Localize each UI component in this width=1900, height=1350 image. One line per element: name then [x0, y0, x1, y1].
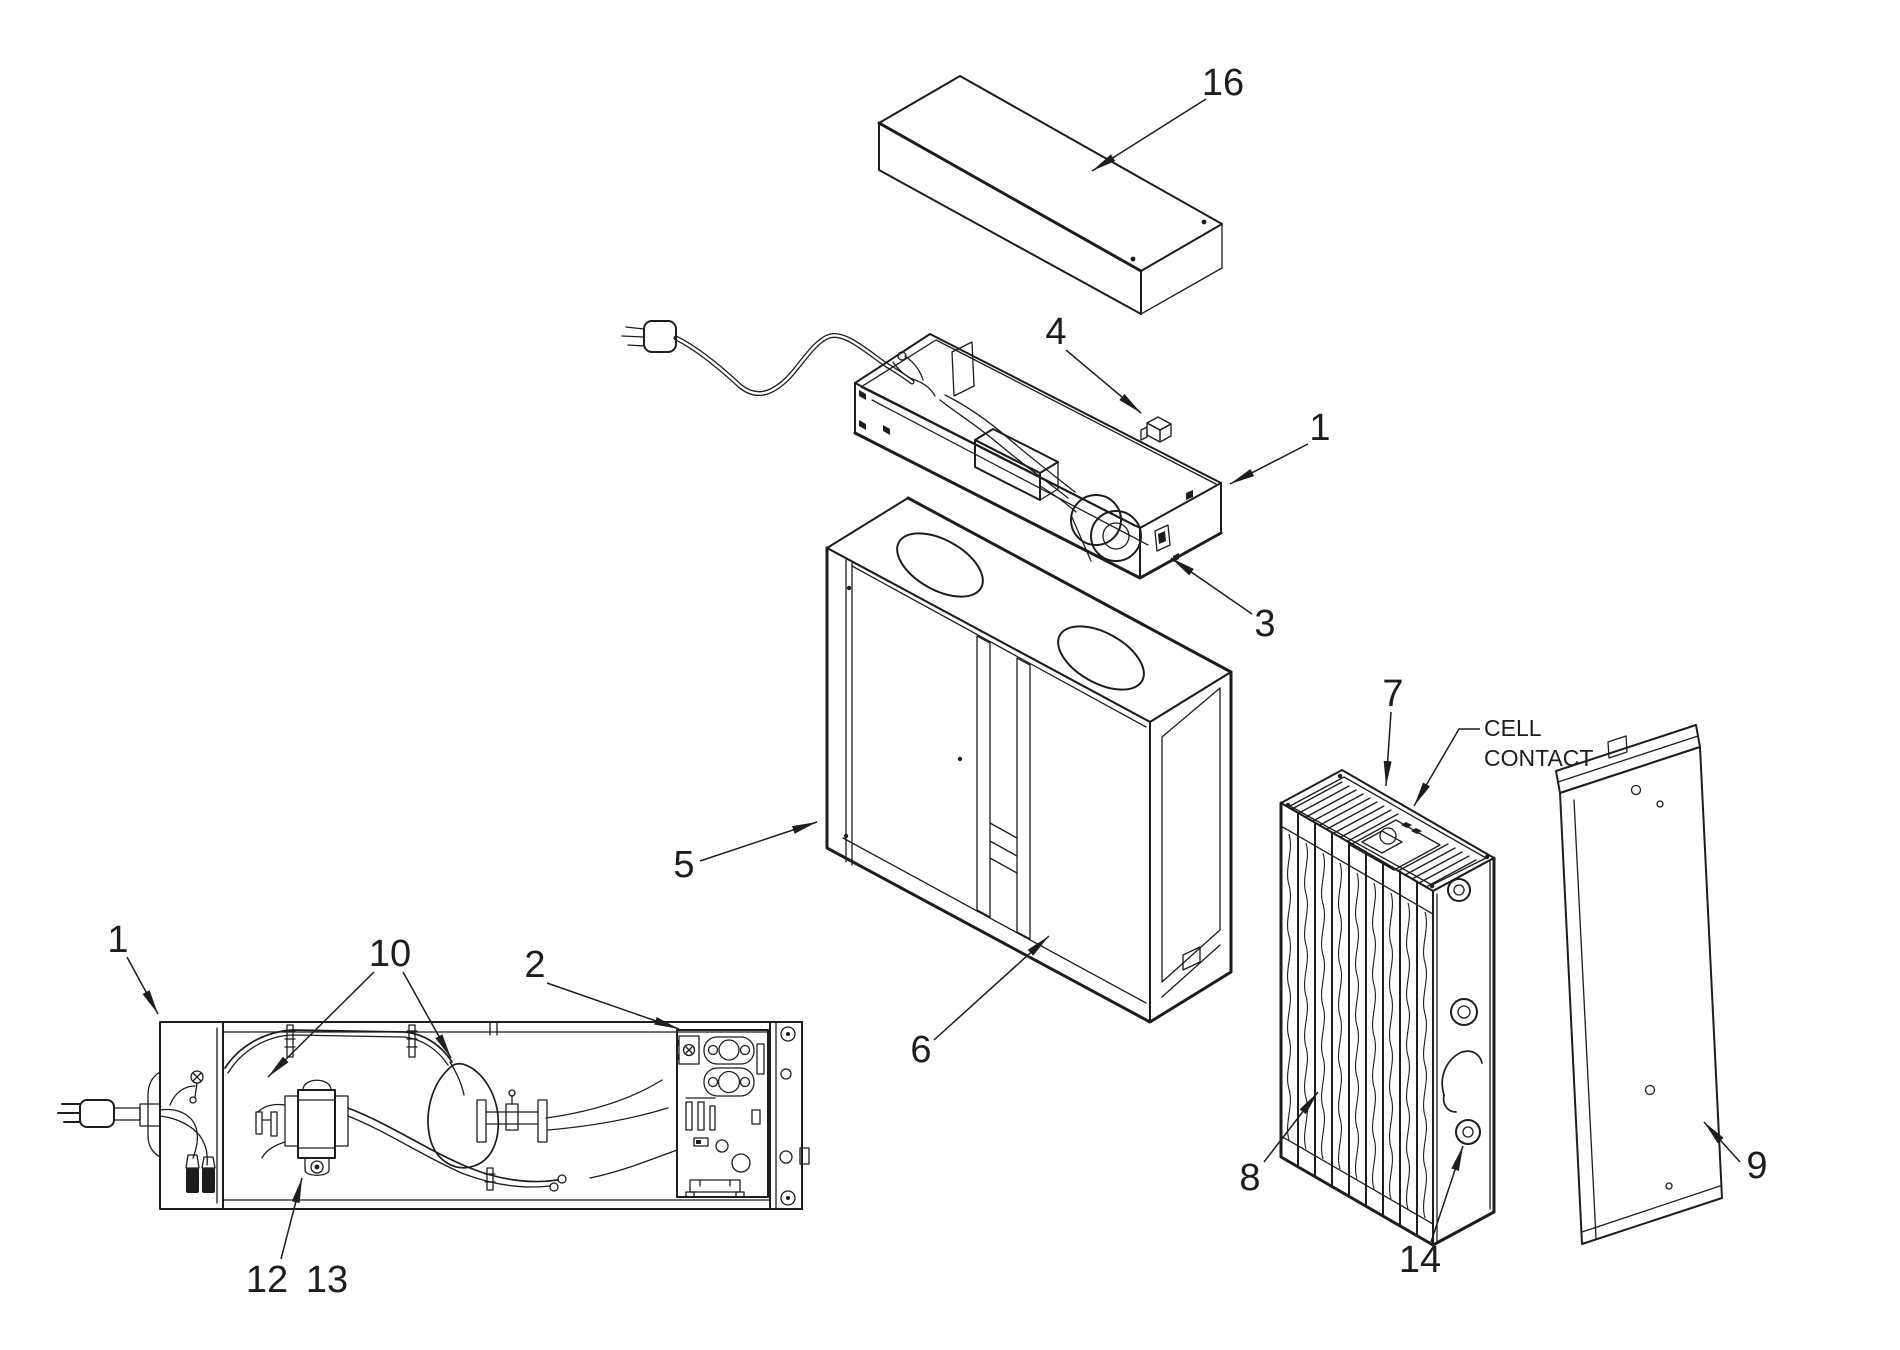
callout-label: 1 — [1309, 407, 1330, 449]
cell-latch-knobs — [1441, 878, 1483, 1145]
wire-loop-bracket — [427, 1062, 669, 1169]
transformer — [257, 1079, 349, 1176]
leader-line — [699, 821, 818, 862]
access-door — [1555, 724, 1723, 1245]
leader-line — [1413, 728, 1480, 807]
callout-label: 8 — [1239, 1157, 1260, 1199]
callout-label: 6 — [910, 1029, 931, 1071]
callout-divider: 6 — [910, 935, 1050, 1071]
power-cord-plug — [621, 320, 915, 396]
center-divider — [976, 635, 1031, 940]
cell-top-grille — [1291, 781, 1477, 888]
callout-media: 8 — [1239, 1091, 1319, 1199]
cabinet-shell — [825, 496, 1233, 1024]
callout-label: 12 — [246, 1259, 288, 1301]
detail-power-plug — [57, 1099, 161, 1128]
callout-label: CONTACT — [1484, 745, 1593, 771]
interlock-switch-part — [1140, 416, 1172, 443]
leader-line — [546, 982, 680, 1030]
callout-label: 1 — [107, 919, 128, 961]
callout-label: 10 — [369, 933, 411, 975]
callout-cell-contact: CELL CONTACT — [1413, 715, 1593, 807]
callout-label: 13 — [306, 1259, 348, 1301]
leader-line — [280, 1177, 303, 1260]
leader-line — [1091, 98, 1207, 172]
callout-power-assembly: 1 — [1229, 407, 1331, 485]
callout-power-switch: 3 — [1170, 557, 1276, 645]
callout-label: 3 — [1254, 603, 1275, 645]
leader-line — [1065, 349, 1142, 414]
power-supply-detail-view — [57, 1021, 810, 1210]
leader-line — [1703, 1121, 1741, 1163]
detail-end-panel — [769, 1021, 810, 1210]
callout-transformer-mount: 13 — [306, 1259, 348, 1301]
callout-wiring: 10 — [267, 933, 452, 1078]
cell-contact-plate — [1349, 819, 1441, 871]
callout-interlock: 4 — [1045, 311, 1142, 414]
power-board — [589, 1029, 769, 1198]
callout-label: CELL — [1484, 715, 1542, 741]
leader-line — [402, 971, 452, 1059]
leader-line — [933, 935, 1050, 1041]
power-supply-assembly — [621, 320, 1223, 580]
top-cover — [877, 75, 1223, 315]
callout-label: 7 — [1382, 673, 1403, 715]
callout-label: 5 — [673, 844, 694, 886]
filter-cell — [1279, 769, 1496, 1247]
callout-label: 2 — [524, 944, 545, 986]
leader-line — [1229, 443, 1309, 485]
callout-transformer: 12 — [246, 1177, 303, 1301]
leader-line — [126, 956, 159, 1015]
callout-latch: 14 — [1399, 1145, 1464, 1281]
leader-line — [1383, 711, 1392, 787]
callout-cabinet: 5 — [673, 821, 818, 886]
callout-cover: 16 — [1091, 62, 1244, 172]
callouts: 16 4 1 3 5 6 7 CELL CONTACT — [107, 62, 1767, 1301]
callout-label: 16 — [1202, 62, 1244, 104]
leader-line — [267, 971, 375, 1078]
callout-label: 14 — [1399, 1239, 1441, 1281]
callout-label: 4 — [1045, 311, 1066, 353]
leader-line — [1263, 1091, 1319, 1163]
leader-line — [1170, 557, 1253, 615]
callout-label: 9 — [1746, 1145, 1767, 1187]
callout-cell: 7 — [1382, 673, 1404, 787]
leader-line — [1430, 1145, 1464, 1243]
callout-power-board: 2 — [524, 944, 680, 1030]
junction-wiring — [159, 1070, 216, 1193]
callout-power-assembly-detail: 1 — [107, 919, 159, 1015]
callout-door: 9 — [1703, 1121, 1768, 1187]
on-off-switch — [1154, 524, 1171, 552]
